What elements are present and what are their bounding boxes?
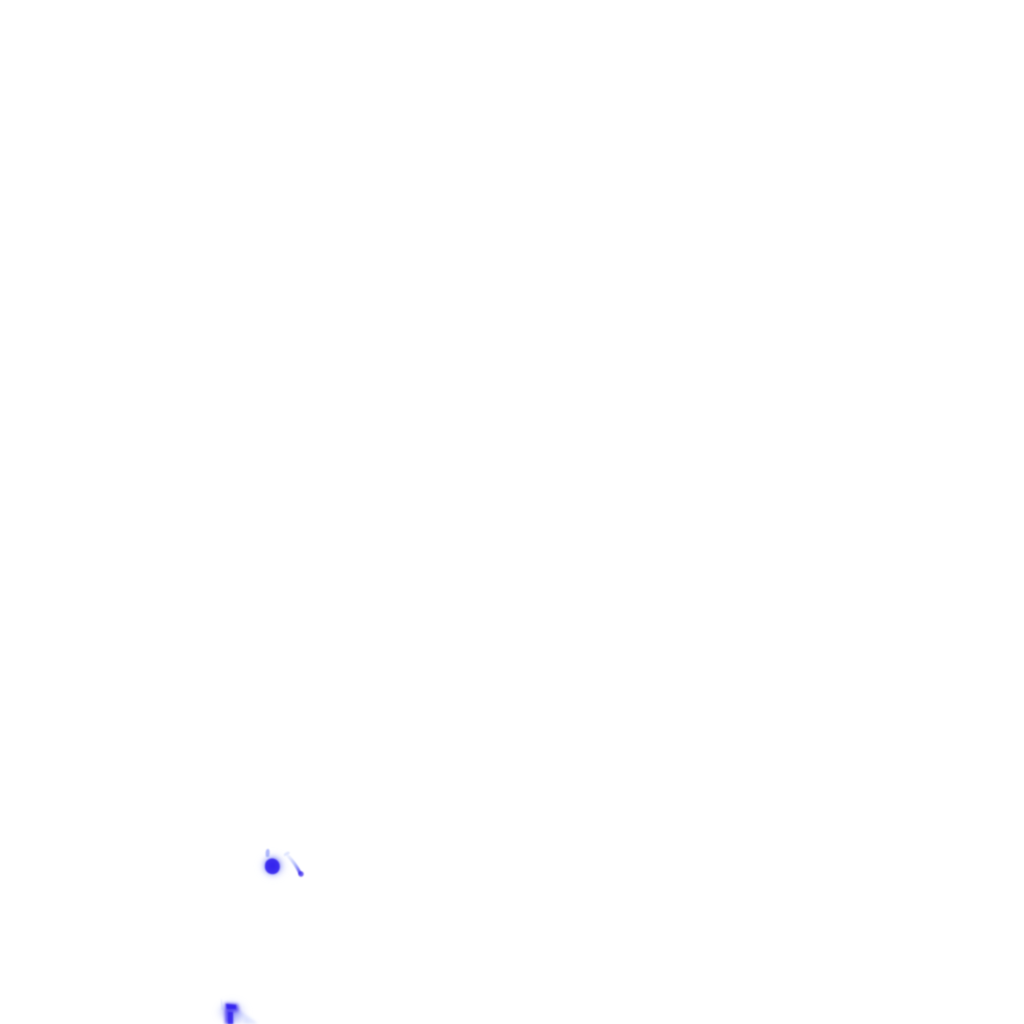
lower-mark-trail bbox=[244, 1016, 258, 1024]
lower-mark-core bbox=[226, 1004, 236, 1009]
upper-mark-spur bbox=[265, 849, 270, 857]
upper-mark-core bbox=[265, 858, 280, 875]
upper-mark-tail bbox=[286, 854, 302, 875]
lower-mark-flick bbox=[221, 998, 224, 1010]
lower-mark-stem bbox=[228, 1012, 233, 1024]
lower-ink-mark bbox=[216, 998, 258, 1024]
upper-mark-tail-dot bbox=[298, 871, 304, 877]
upper-ink-mark bbox=[257, 849, 304, 881]
upper-mark-wisp bbox=[284, 851, 290, 856]
